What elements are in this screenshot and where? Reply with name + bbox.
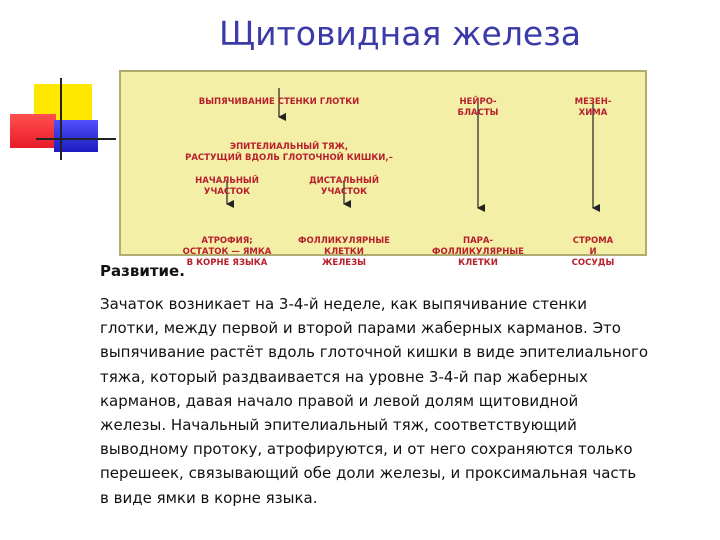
paragraph-line: в виде ямки в корне языка. [100,488,318,507]
paragraph-line: Зачаток возникает на 3-4-й неделе, как в… [100,295,587,313]
node-epithelial-strand: ЭПИТЕЛИАЛЬНЫЙ ТЯЖ,РАСТУЩИЙ ВДОЛЬ ГЛОТОЧН… [185,142,393,163]
paragraph-line: железы. Начальный эпителиальный тяж, соо… [100,416,577,435]
paragraph-line: глотки, между первой и второй парами жаб… [100,319,621,338]
section-heading: Развитие. [100,262,185,280]
paragraph-line: выпячивание растёт вдоль глоточной кишки… [100,343,649,362]
text-block: Развитие. Зачаток возникает на 3-4-й нед… [100,262,700,510]
node-neuroblasts: НЕЙРО-БЛАСТЫ [457,97,499,118]
node-mesenchyme: МЕЗЕН-ХИМА [574,97,612,118]
paragraph-line: карманов, давая начало правой и левой до… [100,391,579,410]
diagram-arrows [226,88,600,212]
decorative-horizontal-line [36,138,116,140]
node-pharynx-outpouching: ВЫПЯЧИВАНИЕ СТЕНКИ ГЛОТКИ [198,97,360,107]
development-paragraph: Зачаток возникает на 3-4-й неделе, как в… [100,292,700,510]
decorative-vertical-line [60,78,62,160]
slide-title: Щитовидная железа [218,14,581,53]
development-diagram: ВЫПЯЧИВАНИЕ СТЕНКИ ГЛОТКИ НЕЙРО-БЛАСТЫ М… [119,70,647,268]
paragraph-line: выводному протоку, атрофируются, и от не… [100,440,633,459]
paragraph-line: перешеек, связывающий обе доли железы, и… [100,464,637,483]
decorative-red-square [10,114,56,148]
paragraph-line: тяжа, который раздваивается на уровне 3-… [100,367,588,386]
